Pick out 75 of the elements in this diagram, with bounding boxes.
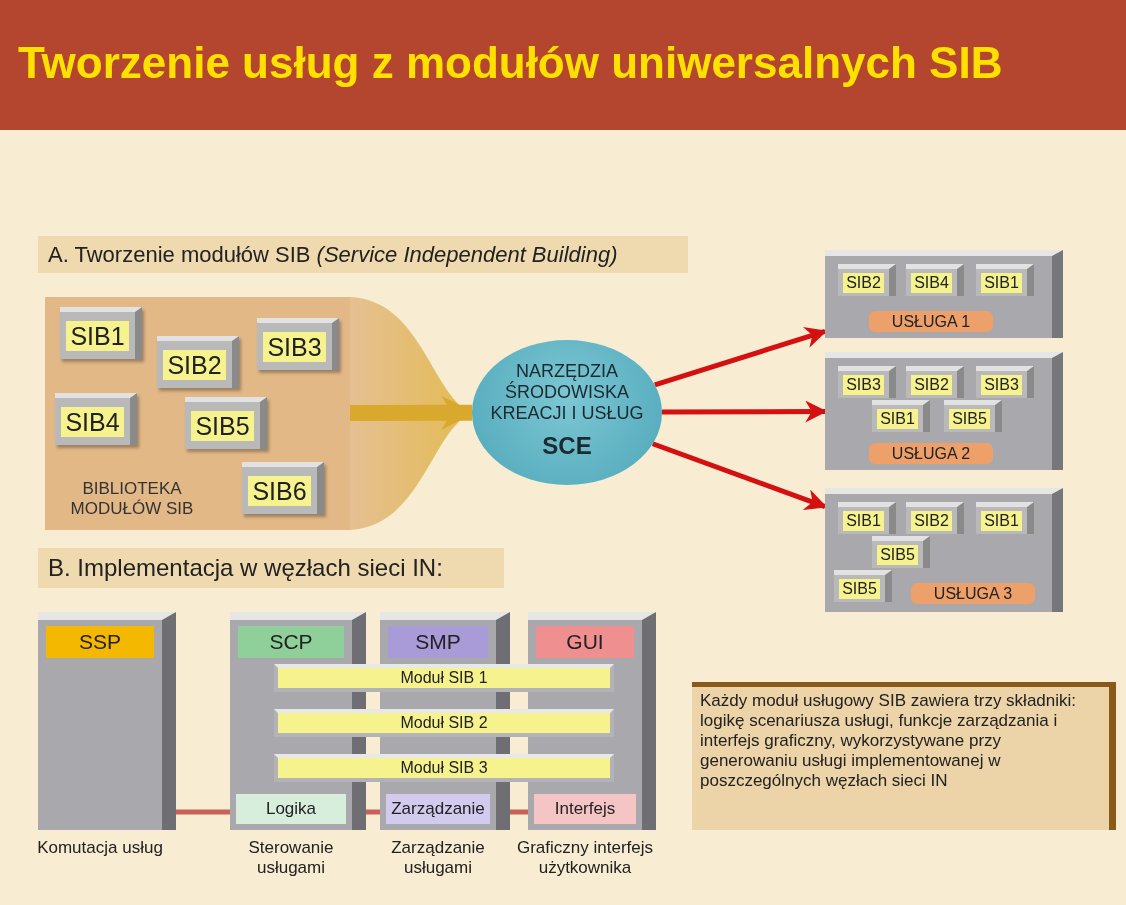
node-caption: Sterowanie usługami <box>247 838 335 878</box>
module-bar-label: Moduł SIB 2 <box>400 713 488 733</box>
ellipse-text: NARZĘDZIA ŚRODOWISKA KREACJI I USŁUG <box>489 361 645 424</box>
library-panel <box>45 297 350 530</box>
module-name-tag: SIB3 <box>263 331 326 362</box>
module-name-tag: SIB5 <box>877 544 918 565</box>
module-name-tag: SIB1 <box>843 510 884 531</box>
note-box <box>692 682 1116 830</box>
sib-module-block <box>838 366 896 398</box>
node-caption: Zarządzanie usługami <box>390 838 486 878</box>
sib-module-block <box>834 570 892 602</box>
sib-module-block <box>976 502 1034 534</box>
section-heading: B. Implementacja w węzłach sieci IN: <box>38 548 504 588</box>
module-name-tag: SIB4 <box>911 272 952 293</box>
connector-line <box>510 809 528 815</box>
sib-module-block <box>242 462 324 514</box>
module-bar <box>274 754 614 782</box>
sib-module-block <box>906 366 964 398</box>
module-name-tag: SIB1 <box>981 510 1022 531</box>
ellipse-acronym: SCE <box>542 431 592 461</box>
sib-module-block <box>906 502 964 534</box>
note-text: Każdy moduł usługowy SIB zawiera trzy składniki: logikę scenariusza usługi, funkcje zarządzania i interfejs graficzny, wykorzystywane przy generowaniu usługi implementowanej w poszczególnych węzłach sieci IN <box>700 691 1078 791</box>
network-node-tower <box>38 612 176 830</box>
sib-module-block <box>185 397 267 449</box>
module-name-tag: SIB3 <box>843 374 884 395</box>
module-name-tag: SIB3 <box>981 374 1022 395</box>
section-heading: A. Tworzenie modułów SIB (Service Independent Building) <box>38 236 688 273</box>
sib-module-block <box>944 400 1002 432</box>
service-tag: USŁUGA 2 <box>869 443 993 464</box>
connector-line <box>366 809 380 815</box>
sib-module-block <box>906 264 964 296</box>
sib-module-block <box>872 400 930 432</box>
module-name-tag: SIB4 <box>61 406 124 437</box>
module-name-tag: SIB2 <box>163 349 226 380</box>
module-name-tag: SIB1 <box>981 272 1022 293</box>
service-tag: USŁUGA 1 <box>869 311 993 332</box>
node-caption: Komutacja usług <box>36 838 164 858</box>
module-name-tag: SIB2 <box>911 374 952 395</box>
module-name-tag: SIB5 <box>191 410 254 441</box>
arrow <box>654 326 828 388</box>
module-name-tag: SIB1 <box>66 320 129 351</box>
sib-module-block <box>55 393 137 445</box>
module-bar <box>274 664 614 692</box>
component-tag: Zarządzanie <box>386 794 490 824</box>
module-name-tag: SIB1 <box>877 408 918 429</box>
connector-line <box>176 809 230 815</box>
node-header: SMP <box>388 626 488 658</box>
sib-module-block <box>257 318 339 370</box>
sib-module-block <box>976 366 1034 398</box>
component-tag: Logika <box>236 794 346 824</box>
node-header: SSP <box>46 626 154 658</box>
service-block <box>825 250 1063 338</box>
sib-module-block <box>976 264 1034 296</box>
sib-module-block <box>838 264 896 296</box>
sib-module-block <box>838 502 896 534</box>
node-caption: Graficzny interfejs użytkownika <box>515 838 654 878</box>
module-name-tag: SIB2 <box>843 272 884 293</box>
service-block <box>825 488 1063 612</box>
module-name-tag: SIB5 <box>839 578 880 599</box>
module-bar-label: Moduł SIB 1 <box>400 668 488 688</box>
node-header: GUI <box>536 626 634 658</box>
service-tag: USŁUGA 3 <box>911 583 1035 604</box>
module-name-tag: SIB5 <box>949 408 990 429</box>
sib-module-block <box>157 336 239 388</box>
service-block <box>825 352 1063 470</box>
module-bar-label: Moduł SIB 3 <box>400 758 488 778</box>
module-name-tag: SIB2 <box>911 510 952 531</box>
sib-module-block <box>872 536 930 568</box>
title: Tworzenie usług z modułów uniwersalnych SIB <box>18 37 1004 89</box>
node-header: SCP <box>238 626 344 658</box>
library-caption: BIBLIOTEKA MODUŁÓW SIB <box>69 479 195 519</box>
component-tag: Interfejs <box>534 794 636 824</box>
module-bar <box>274 709 614 737</box>
module-name-tag: SIB6 <box>248 475 311 506</box>
sib-module-block <box>60 307 142 359</box>
